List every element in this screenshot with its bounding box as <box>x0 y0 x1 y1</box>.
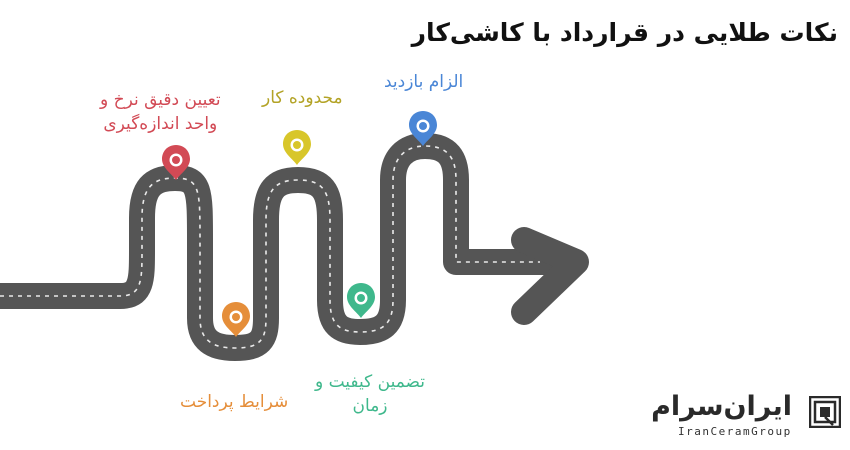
milestone-warranty-label: تضمین کیفیت و زمان <box>315 370 425 418</box>
milestone-payment-label: شرایط پرداخت <box>180 392 289 412</box>
map-pin-icon <box>347 283 375 318</box>
milestone-inspection-label: الزام بازدید <box>384 72 464 92</box>
road-arrowhead <box>511 227 589 325</box>
map-pin-icon <box>222 302 250 337</box>
road <box>0 133 589 361</box>
milestone-rate-line2: واحد اندازه‌گیری <box>103 114 218 134</box>
logo-wordmark: ایران‌سرام <box>651 391 792 422</box>
milestone-scope-label: محدوده کار <box>262 88 343 108</box>
milestone-rate-label: تعیین دقیق نرخ و واحد اندازه‌گیری <box>100 88 221 136</box>
road-center-line <box>0 145 540 349</box>
map-pin-icon <box>409 111 437 146</box>
page-title: نکات طلایی در قرارداد با کاشی‌کار <box>411 18 838 47</box>
map-pin-icon <box>162 145 190 180</box>
milestone-rate-line1: تعیین دقیق نرخ و <box>100 90 221 110</box>
logo-subtitle: IranCeramGroup <box>678 425 792 438</box>
milestone-warranty-line2: زمان <box>352 396 388 416</box>
map-pin-icon <box>283 130 311 165</box>
logo-emblem-icon <box>809 396 841 428</box>
road-body <box>0 133 566 361</box>
brand-logo: ایران‌سرام IranCeramGroup <box>651 391 841 442</box>
milestone-warranty-line1: تضمین کیفیت و <box>315 372 426 392</box>
